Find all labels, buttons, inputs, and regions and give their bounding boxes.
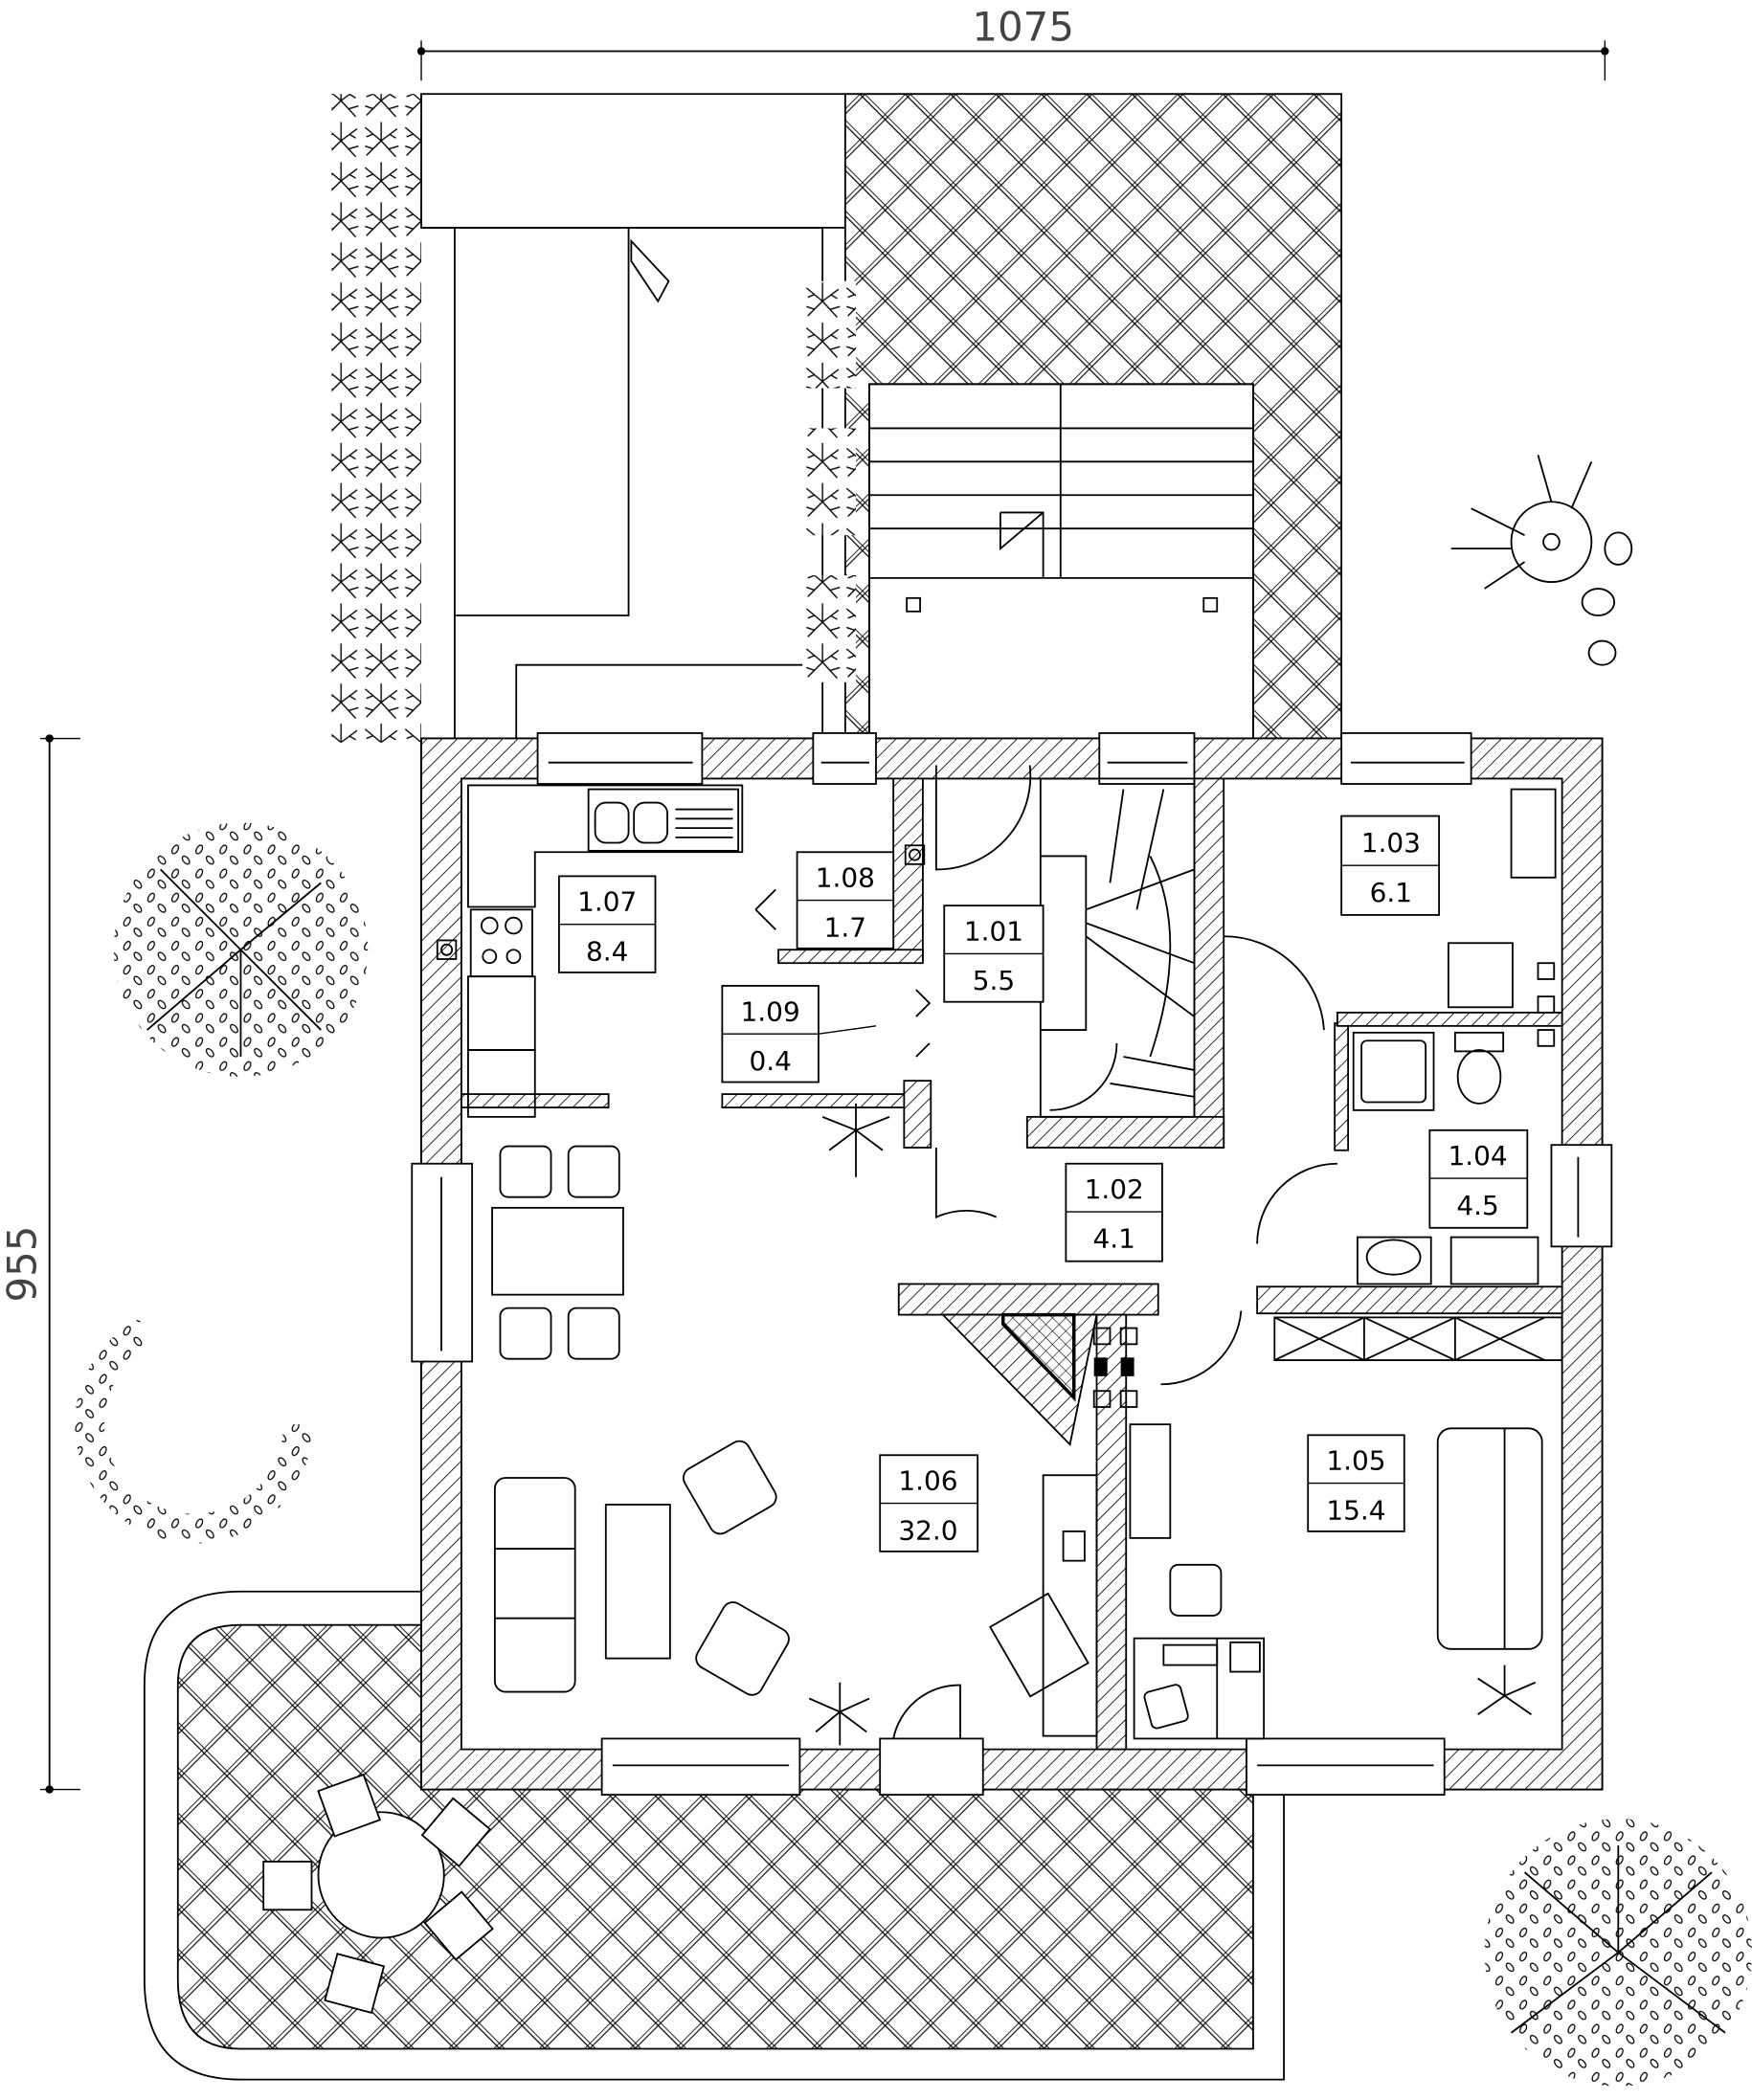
room-number: 1.01 — [964, 915, 1023, 947]
window — [1550, 1144, 1613, 1248]
room-area: 1.7 — [824, 911, 866, 943]
room-label-1.05: 1.05 15.4 — [1307, 1434, 1405, 1532]
windows — [411, 732, 1613, 1797]
window — [600, 1737, 801, 1797]
tree-icon — [75, 1305, 313, 1544]
bedroom-furniture — [1129, 1316, 1563, 1740]
room-area: 4.5 — [1456, 1190, 1498, 1221]
room-area: 8.4 — [586, 935, 628, 967]
width-dimension: 1075 — [416, 3, 1609, 81]
patio-table — [262, 1773, 494, 2014]
window — [1098, 732, 1196, 785]
room-label-1.06: 1.06 32.0 — [879, 1454, 979, 1553]
kitchen-counter — [436, 784, 926, 1118]
room-area: 6.1 — [1370, 877, 1412, 908]
room-area: 32.0 — [898, 1514, 957, 1546]
tree-icon — [1484, 1819, 1752, 2087]
living-furniture — [493, 1440, 1098, 1737]
room-number: 1.07 — [577, 886, 637, 918]
bathroom-fixtures — [1352, 788, 1557, 1285]
window — [1246, 1737, 1446, 1797]
room-area: 15.4 — [1326, 1494, 1385, 1526]
room-label-1.01: 1.01 5.5 — [943, 905, 1044, 1003]
shrub-bed — [331, 94, 422, 743]
room-number: 1.06 — [898, 1465, 957, 1497]
room-number: 1.08 — [816, 862, 875, 894]
room-area: 0.4 — [749, 1045, 791, 1077]
entrance-stairs — [868, 383, 1254, 740]
window — [812, 732, 877, 785]
room-number: 1.02 — [1085, 1173, 1144, 1205]
paving-area — [843, 93, 1343, 740]
dining-set — [491, 1145, 624, 1360]
hex-paving — [420, 93, 846, 229]
room-number: 1.04 — [1449, 1140, 1508, 1172]
entrance-door — [879, 1737, 984, 1797]
doors — [754, 765, 1337, 1739]
shrub-row — [802, 280, 857, 682]
room-label-1.08: 1.08 1.7 — [796, 851, 895, 949]
room-label-1.02: 1.02 4.1 — [1065, 1162, 1163, 1262]
room-label-1.04: 1.04 4.5 — [1428, 1128, 1529, 1229]
room-label-1.09: 1.09 0.4 — [721, 985, 877, 1084]
width-dimension-label: 1075 — [972, 3, 1074, 50]
tree-icon — [113, 822, 369, 1077]
room-number: 1.05 — [1326, 1445, 1385, 1477]
room-label-1.03: 1.03 6.1 — [1340, 815, 1441, 916]
room-area: 4.1 — [1092, 1223, 1134, 1255]
room-number: 1.09 — [741, 995, 800, 1027]
window — [536, 732, 704, 785]
room-label-1.07: 1.07 8.4 — [558, 875, 657, 973]
window — [1340, 732, 1472, 785]
carport — [421, 226, 824, 739]
plant-icon — [808, 1103, 1537, 1746]
room-area: 5.5 — [973, 965, 1015, 996]
shrub-icon — [1450, 455, 1633, 666]
height-dimension-label: 955 — [0, 1226, 46, 1303]
height-dimension: 955 — [0, 734, 80, 1794]
room-number: 1.03 — [1361, 827, 1421, 859]
